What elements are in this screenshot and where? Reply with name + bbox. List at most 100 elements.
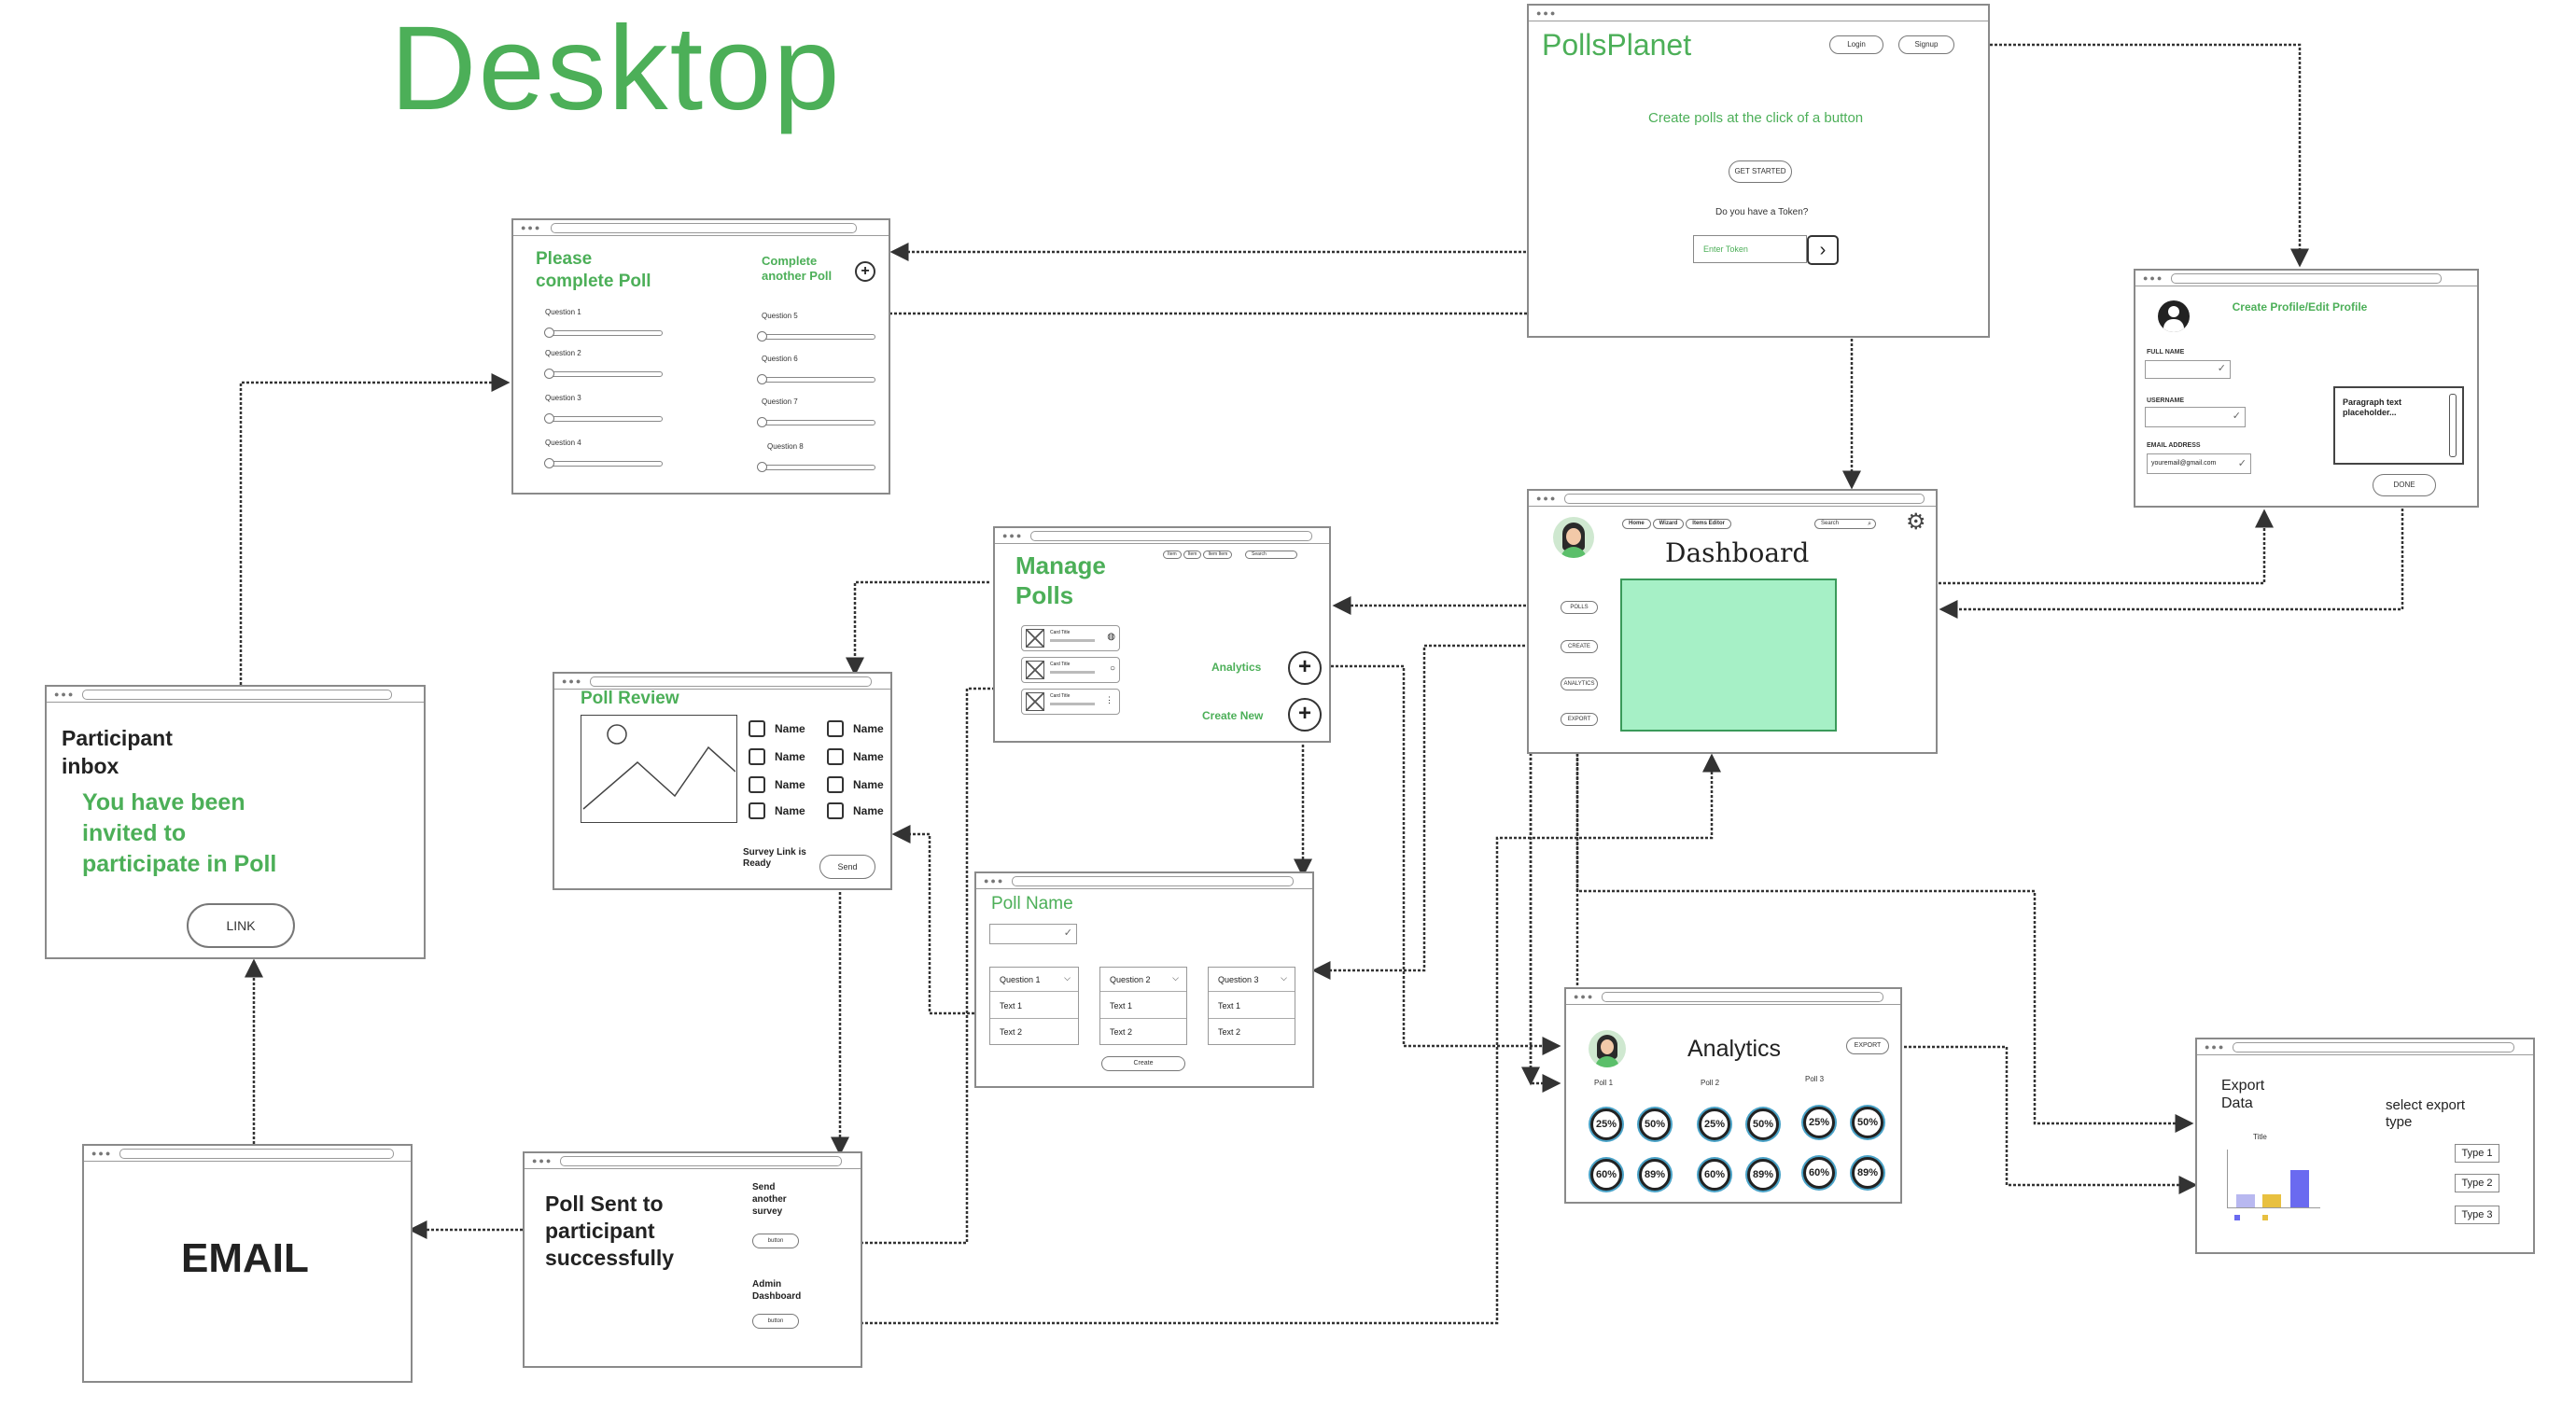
stat-ring: 25% <box>1699 1108 1730 1140</box>
profile-window: ●●● Create Profile/Edit Profile FULL NAM… <box>2134 269 2479 508</box>
stat-ring: 50% <box>1639 1108 1671 1140</box>
question-card[interactable]: Question 2 ⌵ Text 1 Text 2 <box>1099 967 1187 1045</box>
create-new-link[interactable]: Create New <box>1202 709 1264 722</box>
link-button[interactable]: LINK <box>187 903 295 948</box>
bio-textarea[interactable]: Paragraph text placeholder... <box>2333 386 2464 465</box>
side-export-button[interactable]: EXPORT <box>1561 713 1598 726</box>
email-input[interactable]: youremail@gmail.com ✓ <box>2147 453 2251 474</box>
poll-card[interactable]: Card Title ○ <box>1021 657 1120 683</box>
stat-ring: 60% <box>1590 1159 1622 1191</box>
question-card[interactable]: Question 3 ⌵ Text 1 Text 2 <box>1208 967 1295 1045</box>
user-avatar <box>1553 517 1594 558</box>
send-button[interactable]: Send <box>819 855 875 879</box>
nav-item[interactable]: Item Item <box>1203 551 1233 559</box>
create-new-button[interactable]: + <box>1288 698 1322 732</box>
chevron-right-icon: › <box>1819 240 1827 260</box>
send-another-button[interactable]: button <box>752 1234 799 1248</box>
card-title: Card Title <box>1050 693 1071 699</box>
login-button[interactable]: Login <box>1829 35 1883 54</box>
image-placeholder <box>581 715 737 823</box>
option-text: Text 1 <box>1000 1001 1023 1011</box>
create-button[interactable]: Create <box>1101 1056 1185 1071</box>
admin-dashboard-button[interactable]: button <box>752 1314 799 1329</box>
nav-item[interactable]: Item <box>1163 551 1182 559</box>
username-input[interactable]: ✓ <box>2145 407 2246 427</box>
dashboard-title: Dashboard <box>1665 537 1810 568</box>
name-checkbox[interactable] <box>749 748 765 765</box>
stat-ring: 89% <box>1852 1157 1883 1189</box>
stat-ring: 50% <box>1852 1107 1883 1138</box>
poll-card[interactable]: Card Title ◍ <box>1021 625 1120 651</box>
token-input[interactable]: Enter Token <box>1693 235 1807 263</box>
question-select[interactable]: Question 3 ⌵ <box>1209 968 1295 992</box>
question-slider[interactable] <box>544 458 663 468</box>
full-name-input[interactable]: ✓ <box>2145 360 2231 379</box>
option-text: Text 2 <box>1000 1027 1023 1037</box>
side-create-button[interactable]: CREATE <box>1561 640 1598 653</box>
question-slider[interactable] <box>544 328 663 338</box>
search-input[interactable]: Search ⌕ <box>1814 519 1876 529</box>
question-select[interactable]: Question 1 ⌵ <box>990 968 1078 992</box>
survey-ready-label: Survey Link is Ready <box>743 847 806 869</box>
export-button[interactable]: EXPORT <box>1846 1038 1889 1054</box>
image-placeholder-icon <box>1026 629 1044 648</box>
question-slider[interactable] <box>544 413 663 424</box>
check-icon: ✓ <box>2217 363 2226 374</box>
token-submit-button[interactable]: › <box>1807 235 1839 265</box>
breadcrumb-wizard[interactable]: Wizard <box>1652 519 1685 529</box>
textarea-scrollbar[interactable] <box>2449 394 2457 457</box>
signup-button[interactable]: Signup <box>1898 35 1954 54</box>
name-label: Name <box>853 778 884 791</box>
type1-button[interactable]: Type 1 <box>2455 1144 2499 1163</box>
question-card[interactable]: Question 1 ⌵ Text 1 Text 2 <box>989 967 1079 1045</box>
poll-name-input[interactable]: ✓ <box>989 924 1077 944</box>
question-slider[interactable] <box>544 369 663 379</box>
name-checkbox[interactable] <box>749 776 765 793</box>
dashboard-panel <box>1620 579 1837 732</box>
chevron-down-icon: ⌵ <box>1281 973 1287 983</box>
stat-ring: 60% <box>1699 1159 1730 1191</box>
chart-bar <box>2236 1194 2255 1207</box>
name-checkbox[interactable] <box>749 720 765 737</box>
chevron-down-icon: ⌵ <box>1172 973 1179 983</box>
analytics-add-button[interactable]: + <box>1288 651 1322 685</box>
profile-title: Create Profile/Edit Profile <box>2232 300 2368 314</box>
inbox-message: You have been invited to participate in … <box>82 789 277 877</box>
dashboard-window: ●●● Home Wizard Items Editor Search ⌕ ⚙ … <box>1527 489 1938 754</box>
search-icon: ⌕ <box>1868 521 1871 527</box>
question-select[interactable]: Question 2 ⌵ <box>1100 968 1186 992</box>
type2-button[interactable]: Type 2 <box>2455 1174 2499 1192</box>
question-slider[interactable] <box>757 331 875 342</box>
landing-window: ●●● PollsPlanet Login Signup Create poll… <box>1527 4 1990 338</box>
question-slider[interactable] <box>757 417 875 427</box>
side-analytics-button[interactable]: ANALYTICS <box>1561 677 1598 690</box>
settings-gear-icon[interactable]: ⚙ <box>1906 509 1926 535</box>
stat-ring: 25% <box>1590 1108 1622 1140</box>
name-checkbox[interactable] <box>827 748 844 765</box>
review-title: Poll Review <box>581 689 679 708</box>
side-polls-button[interactable]: POLLS <box>1561 601 1598 614</box>
name-label: Name <box>775 804 805 817</box>
add-poll-button[interactable]: + <box>855 261 875 282</box>
name-checkbox[interactable] <box>827 802 844 819</box>
sent-title: Poll Sent to participant successfully <box>545 1192 675 1270</box>
question-label: Question 3 <box>1218 975 1259 984</box>
type3-button[interactable]: Type 3 <box>2455 1206 2499 1224</box>
send-another-label: Send another survey <box>752 1182 787 1217</box>
name-checkbox[interactable] <box>827 776 844 793</box>
breadcrumb-items-editor[interactable]: Items Editor <box>1686 519 1731 529</box>
done-button[interactable]: DONE <box>2373 474 2436 496</box>
nav-item[interactable]: Item <box>1183 551 1202 559</box>
analytics-link[interactable]: Analytics <box>1211 661 1262 674</box>
manage-search-input[interactable]: Search <box>1245 551 1297 559</box>
get-started-button[interactable]: GET STARTED <box>1729 160 1792 183</box>
breadcrumb-home[interactable]: Home <box>1622 519 1651 529</box>
question-slider[interactable] <box>757 374 875 384</box>
poll-card[interactable]: Card Title ⋮ <box>1021 689 1120 715</box>
question-slider[interactable] <box>757 462 875 472</box>
name-checkbox[interactable] <box>827 720 844 737</box>
name-checkbox[interactable] <box>749 802 765 819</box>
bio-placeholder: Paragraph text placeholder... <box>2343 397 2402 417</box>
question-label: Question 2 <box>1110 975 1151 984</box>
name-label: Name <box>853 804 884 817</box>
